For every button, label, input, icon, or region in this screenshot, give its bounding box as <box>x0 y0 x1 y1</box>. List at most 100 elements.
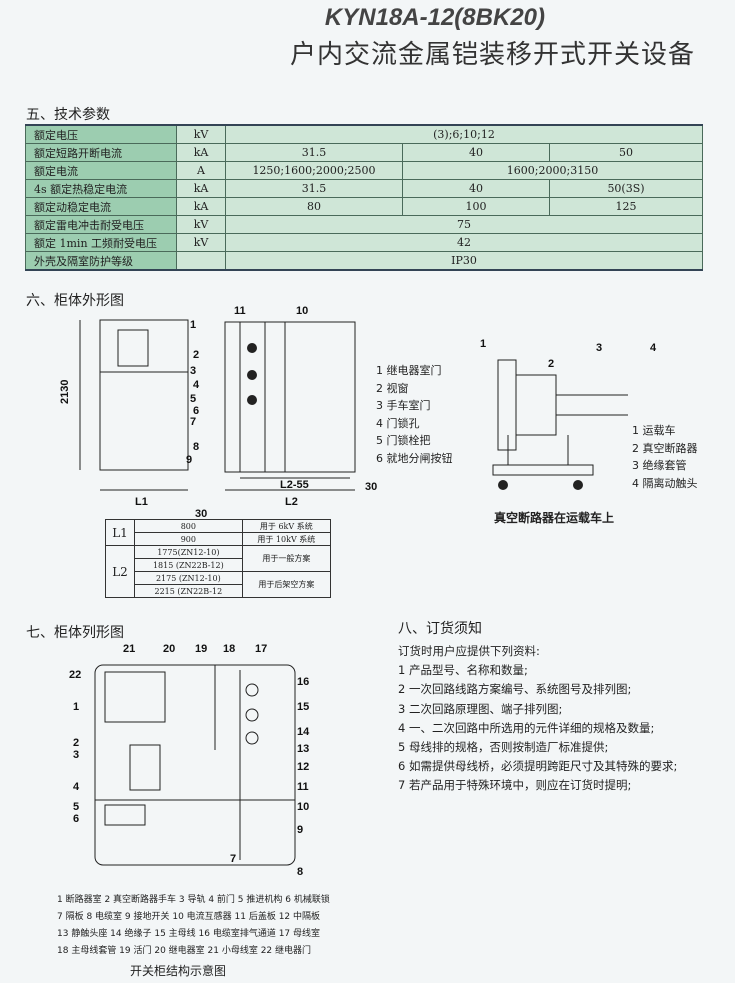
param-value: 42 <box>225 233 703 252</box>
dim-height: 2130 <box>60 380 71 404</box>
legend-item: 2 视窗 <box>376 381 409 395</box>
param-value: IP30 <box>225 251 703 271</box>
legend-item: 4 一、二次回路中所选用的元件详细的规格及数量; <box>398 720 655 735</box>
label-12: 12 <box>297 761 309 773</box>
param-value: 31.5 <box>225 143 403 162</box>
label-3: 3 <box>73 749 79 761</box>
label-4: 4 <box>193 379 200 391</box>
ordering-notes: 订货时用户应提供下列资料:1 产品型号、名称和数量;2 一次回路线路方案编号、系… <box>398 642 708 796</box>
dimension-usage: 用于一般方案 <box>241 545 332 572</box>
param-value: 1600;2000;3150 <box>402 161 703 180</box>
label-9: 9 <box>186 454 192 466</box>
l1-label: L1 <box>105 519 135 546</box>
param-value: 1250;1600;2000;2500 <box>225 161 403 180</box>
param-label: 额定短路开断电流 <box>25 143 177 162</box>
dimension-value: 2215 (ZN22B-12 <box>134 584 243 598</box>
label-8: 8 <box>297 866 303 878</box>
dimension-usage: 用于后架空方案 <box>241 571 332 598</box>
legend-item: 3 二次回路原理图、端子排列图; <box>398 701 563 716</box>
dimension-value: 900 <box>134 532 243 546</box>
legend-item: 2 真空断路器 <box>632 441 698 455</box>
legend-item: 3 绝缘套管 <box>632 459 687 472</box>
legend-item: 5 门锁栓把 <box>376 434 431 447</box>
legend-item: 5 母线排的规格，否则按制造厂标准提供; <box>398 740 609 755</box>
param-value: 31.5 <box>225 179 403 198</box>
legend-item: 2 一次回路线路方案编号、系统图号及排列图; <box>398 682 632 697</box>
label-18: 18 <box>223 643 235 655</box>
param-value: (3);6;10;12 <box>225 124 703 144</box>
legend-item: 7 隔板 8 电缆室 9 接地开关 10 电流互感器 11 后盖板 12 中隔板 <box>57 912 321 922</box>
label-20: 20 <box>163 643 175 655</box>
truck-drawing: 1 2 3 4 <box>480 338 657 490</box>
label-21: 21 <box>123 643 135 655</box>
dim-30: 30 <box>195 508 207 520</box>
legend-item: 4 隔离动触头 <box>632 476 698 490</box>
param-label: 额定雷电冲击耐受电压 <box>25 215 177 234</box>
param-value: 40 <box>402 179 550 198</box>
param-unit: kA <box>176 197 226 216</box>
label-6: 6 <box>73 813 79 825</box>
dim-30: 30 <box>365 481 377 493</box>
label-1: 1 <box>73 701 79 713</box>
param-value: 50(3S) <box>549 179 703 198</box>
label-10: 10 <box>297 801 309 813</box>
dim-l1: L1 <box>135 496 148 508</box>
dimension-value: 1815 (ZN22B-12) <box>134 558 243 572</box>
section-5-heading: 五、技术参数 <box>26 107 110 123</box>
label-9: 9 <box>297 824 303 836</box>
label-6: 6 <box>193 405 199 417</box>
legend-item: 1 继电器室门 <box>376 364 442 377</box>
truck-label-3: 3 <box>596 342 602 354</box>
l2-label: L2 <box>105 545 135 598</box>
label-11: 11 <box>297 781 309 793</box>
param-unit: kV <box>176 215 226 234</box>
legend-item: 18 主母线套管 19 活门 20 继电器室 21 小母线室 22 继电器门 <box>57 946 312 956</box>
truck-label-4: 4 <box>650 342 657 354</box>
dim-l2: L2 <box>285 496 298 508</box>
label-15: 15 <box>297 701 309 713</box>
legend-item: 3 手车室门 <box>376 399 431 412</box>
product-name: 户内交流金属铠装移开式开关设备 <box>290 40 696 70</box>
structure-caption: 开关柜结构示意图 <box>130 964 227 978</box>
label-10: 10 <box>296 305 308 317</box>
label-8: 8 <box>193 441 199 453</box>
label-4: 4 <box>73 781 80 793</box>
label-16: 16 <box>297 676 309 688</box>
label-11: 11 <box>234 305 246 317</box>
label-2: 2 <box>193 349 199 361</box>
param-label: 外壳及隔室防护等级 <box>25 251 177 271</box>
structure-legend: 1 断路器室 2 真空断路器手车 3 导轨 4 前门 5 推进机构 6 机械联锁… <box>57 892 330 960</box>
label-3: 3 <box>190 365 196 377</box>
label-19: 19 <box>195 643 207 655</box>
param-unit: A <box>176 161 226 180</box>
dimension-value: 1775(ZN12-10) <box>134 545 243 559</box>
label-14: 14 <box>297 726 310 738</box>
param-value: 50 <box>549 143 703 162</box>
label-17: 17 <box>255 643 267 655</box>
dimension-value: 2175 (ZN12-10) <box>134 571 243 585</box>
legend-item: 订货时用户应提供下列资料: <box>398 644 540 658</box>
dimension-usage: 用于 10kV 系统 <box>241 532 332 546</box>
param-unit <box>176 251 226 271</box>
legend-item: 7 若产品用于特殊环境中，则应在订货时提明; <box>398 778 632 793</box>
param-unit: kA <box>176 179 226 198</box>
legend-item: 13 静触头座 14 绝缘子 15 主母线 16 电缆室排气通道 17 母线室 <box>57 929 321 939</box>
label-1: 1 <box>190 319 196 331</box>
legend-item: 6 如需提供母线桥，必须提明跨距尺寸及其特殊的要求; <box>398 759 678 774</box>
truck-caption: 真空断路器在运载车上 <box>494 511 615 525</box>
label-5: 5 <box>190 393 196 405</box>
truck-label-2: 2 <box>548 358 554 370</box>
param-label: 额定电压 <box>25 124 177 144</box>
product-model: KYN18A-12(8BK20) <box>324 4 545 31</box>
